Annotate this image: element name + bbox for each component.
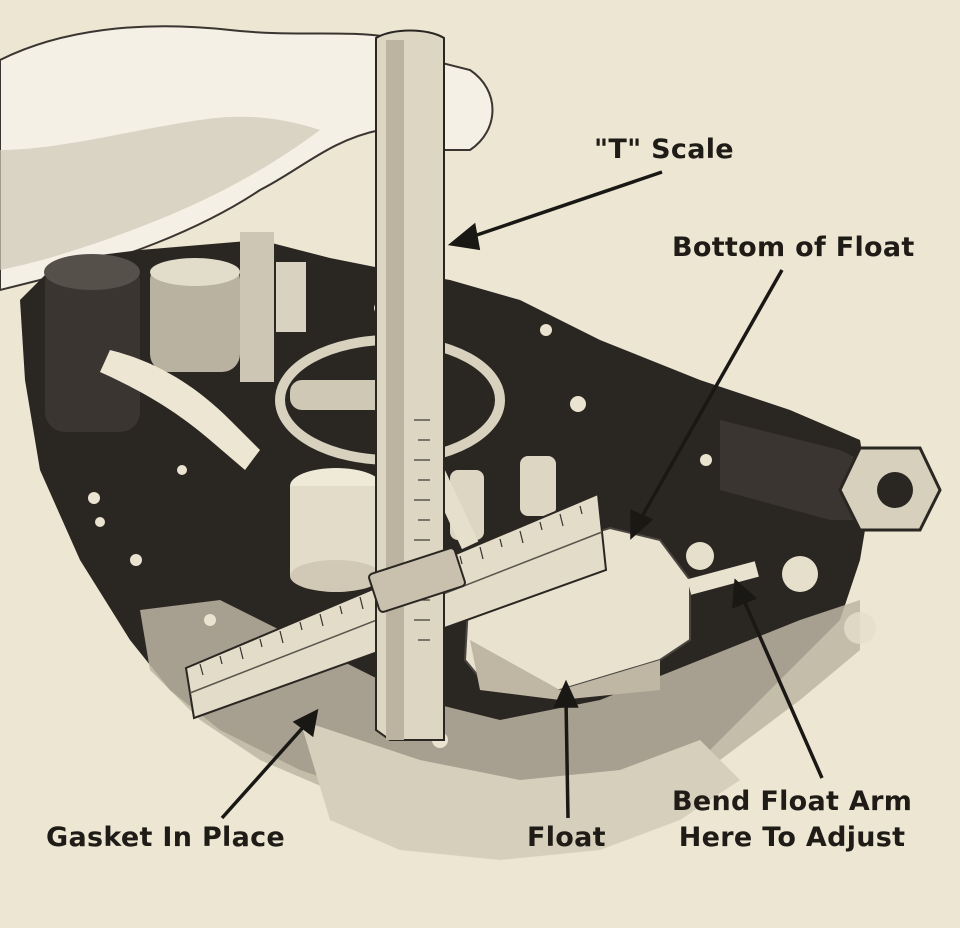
leader-lines	[220, 170, 824, 820]
jet-cup-bottom	[290, 560, 382, 592]
center-post-b	[520, 456, 556, 516]
hand-shadow	[0, 116, 320, 270]
label-bend-line2: Here To Adjust	[678, 822, 906, 853]
middle-cylinder-top	[150, 258, 240, 286]
scale-clamp	[368, 547, 466, 613]
label-bend-line1: Bend Float Arm	[672, 786, 913, 817]
label-bottom-of-float: Bottom of Float	[672, 232, 915, 263]
fuel-inlet-hole	[877, 472, 913, 508]
float-underside	[470, 640, 660, 700]
float-arm	[687, 561, 759, 595]
left-cylinder-top	[44, 254, 140, 290]
t-scale-shaft	[375, 29, 445, 741]
float-hinge-c	[844, 612, 876, 644]
bolt-holes	[88, 302, 712, 748]
short-post	[276, 262, 306, 332]
rod-post	[240, 232, 274, 382]
label-gasket-in-place: Gasket In Place	[46, 822, 286, 853]
label-float: Float	[527, 822, 606, 853]
label-bend-float-arm: Bend Float Arm Here To Adjust	[672, 784, 912, 856]
float-hinge-a	[686, 542, 714, 570]
middle-cylinder	[150, 262, 240, 372]
bowl-front-wall	[300, 720, 740, 860]
float-hinge-b	[782, 556, 818, 592]
label-t-scale: "T" Scale	[594, 134, 734, 165]
left-cylinder	[45, 262, 140, 432]
linkage-tube	[100, 350, 260, 470]
fuel-inlet-arm	[720, 420, 880, 520]
